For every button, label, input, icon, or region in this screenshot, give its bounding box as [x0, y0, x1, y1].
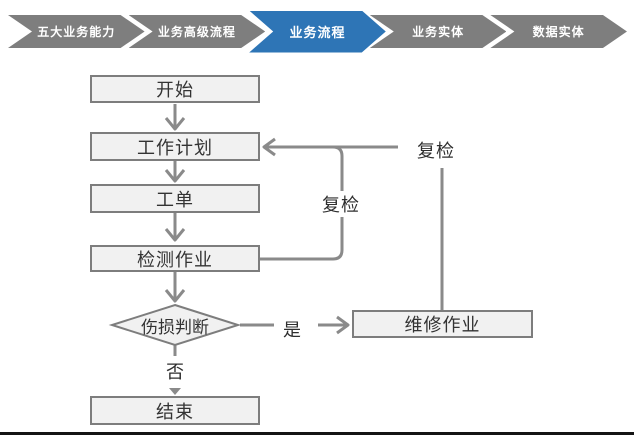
arrowhead-no-to-end: [169, 388, 181, 395]
arrow-order-to-inspect: [164, 212, 186, 242]
flow-node-start: 开始: [90, 75, 260, 103]
arrow-recheck-to-plan: [262, 137, 398, 157]
flow-node-end: 结束: [90, 396, 260, 425]
bottom-border-line: [0, 432, 634, 435]
flow-node-repair: 维修作业: [352, 310, 533, 338]
arrow-yes-to-repair: [318, 315, 350, 335]
arrow-inspect-to-decision: [164, 271, 186, 303]
arrow-start-to-plan: [164, 104, 186, 131]
edge-label-yes: 是: [281, 316, 303, 342]
edge-label-recheck-repair: 复检: [413, 137, 459, 163]
edge-label-recheck-loop: 复检: [318, 191, 364, 217]
flow-node-damage-decision: 伤损判断: [141, 317, 209, 337]
breadcrumb-step-5[interactable]: 数据实体: [490, 15, 627, 48]
arrow-plan-to-order: [164, 160, 186, 183]
line-inspect-recheck-loop: [260, 145, 344, 261]
flow-node-work-plan: 工作计划: [90, 132, 260, 161]
flow-node-work-order: 工单: [90, 184, 260, 213]
edge-label-no: 否: [164, 358, 186, 384]
process-breadcrumb: 五大业务能力 业务高级流程 业务流程 业务实体 数据实体: [8, 10, 627, 53]
decision-diamond: [108, 303, 242, 347]
flow-node-inspection: 检测作业: [90, 245, 260, 272]
